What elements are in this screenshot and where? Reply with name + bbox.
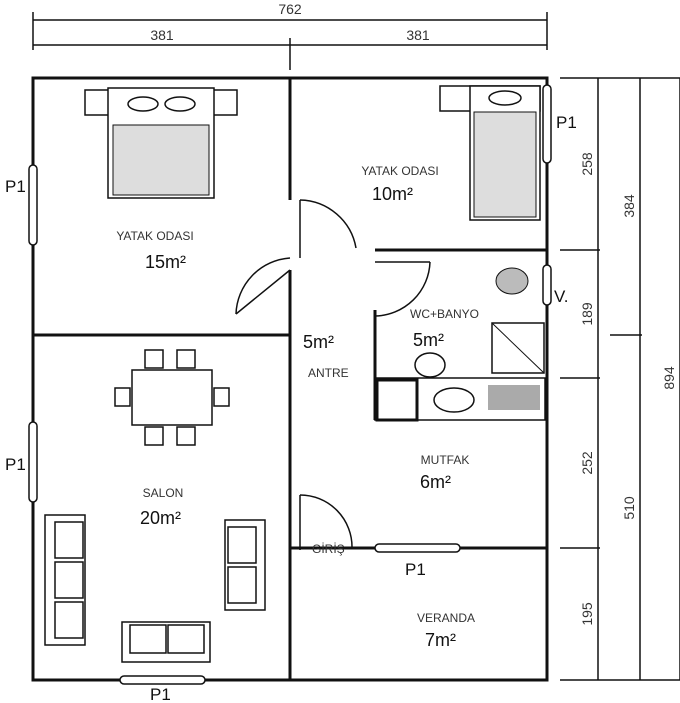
- room-name-living: SALON: [143, 486, 184, 500]
- room-area-bedroom1: 15m²: [145, 252, 186, 272]
- window-label: P1: [5, 455, 26, 474]
- doors: [235, 199, 431, 550]
- window-label: P1: [556, 113, 577, 132]
- dining-table: [114, 349, 230, 446]
- dim-189: 189: [579, 302, 595, 326]
- room-area-kitchen: 6m²: [420, 472, 451, 492]
- window-label: P1: [5, 177, 26, 196]
- room-name-bedroom1: YATAK ODASI: [116, 229, 193, 243]
- room-area-veranda: 7m²: [425, 630, 456, 650]
- dim-total-width: 762: [278, 1, 302, 17]
- double-bed: [84, 87, 238, 199]
- sofas: [44, 514, 266, 663]
- dimension-lines: [32, 12, 680, 681]
- room-area-bathroom: 5m²: [413, 330, 444, 350]
- room-name-veranda: VERANDA: [417, 611, 475, 625]
- single-bed: [439, 85, 541, 221]
- room-area-entry: 5m²: [303, 332, 334, 352]
- bathroom-fixtures: [414, 267, 545, 378]
- windows: [28, 84, 552, 685]
- room-name-bathroom: WC+BANYO: [410, 307, 479, 321]
- walls: [31, 76, 549, 682]
- room-name-entry: ANTRE: [308, 366, 349, 380]
- entrance-label: GİRİŞ: [312, 542, 345, 556]
- room-area-bedroom2: 10m²: [372, 184, 413, 204]
- room-area-living: 20m²: [140, 508, 181, 528]
- dim-510: 510: [621, 496, 637, 520]
- room-name-kitchen: MUTFAK: [421, 453, 470, 467]
- dim-384: 384: [621, 194, 637, 218]
- dim-894: 894: [661, 366, 677, 390]
- dim-left-half: 381: [150, 27, 174, 43]
- room-name-bedroom2: YATAK ODASI: [361, 164, 438, 178]
- window-label: P1: [150, 685, 171, 703]
- dim-252: 252: [579, 451, 595, 475]
- dim-195: 195: [579, 602, 595, 626]
- vent-label: V.: [554, 287, 569, 306]
- kitchen-counter: [374, 377, 546, 422]
- window-label: P1: [405, 560, 426, 579]
- dim-258: 258: [579, 152, 595, 176]
- dim-right-half: 381: [406, 27, 430, 43]
